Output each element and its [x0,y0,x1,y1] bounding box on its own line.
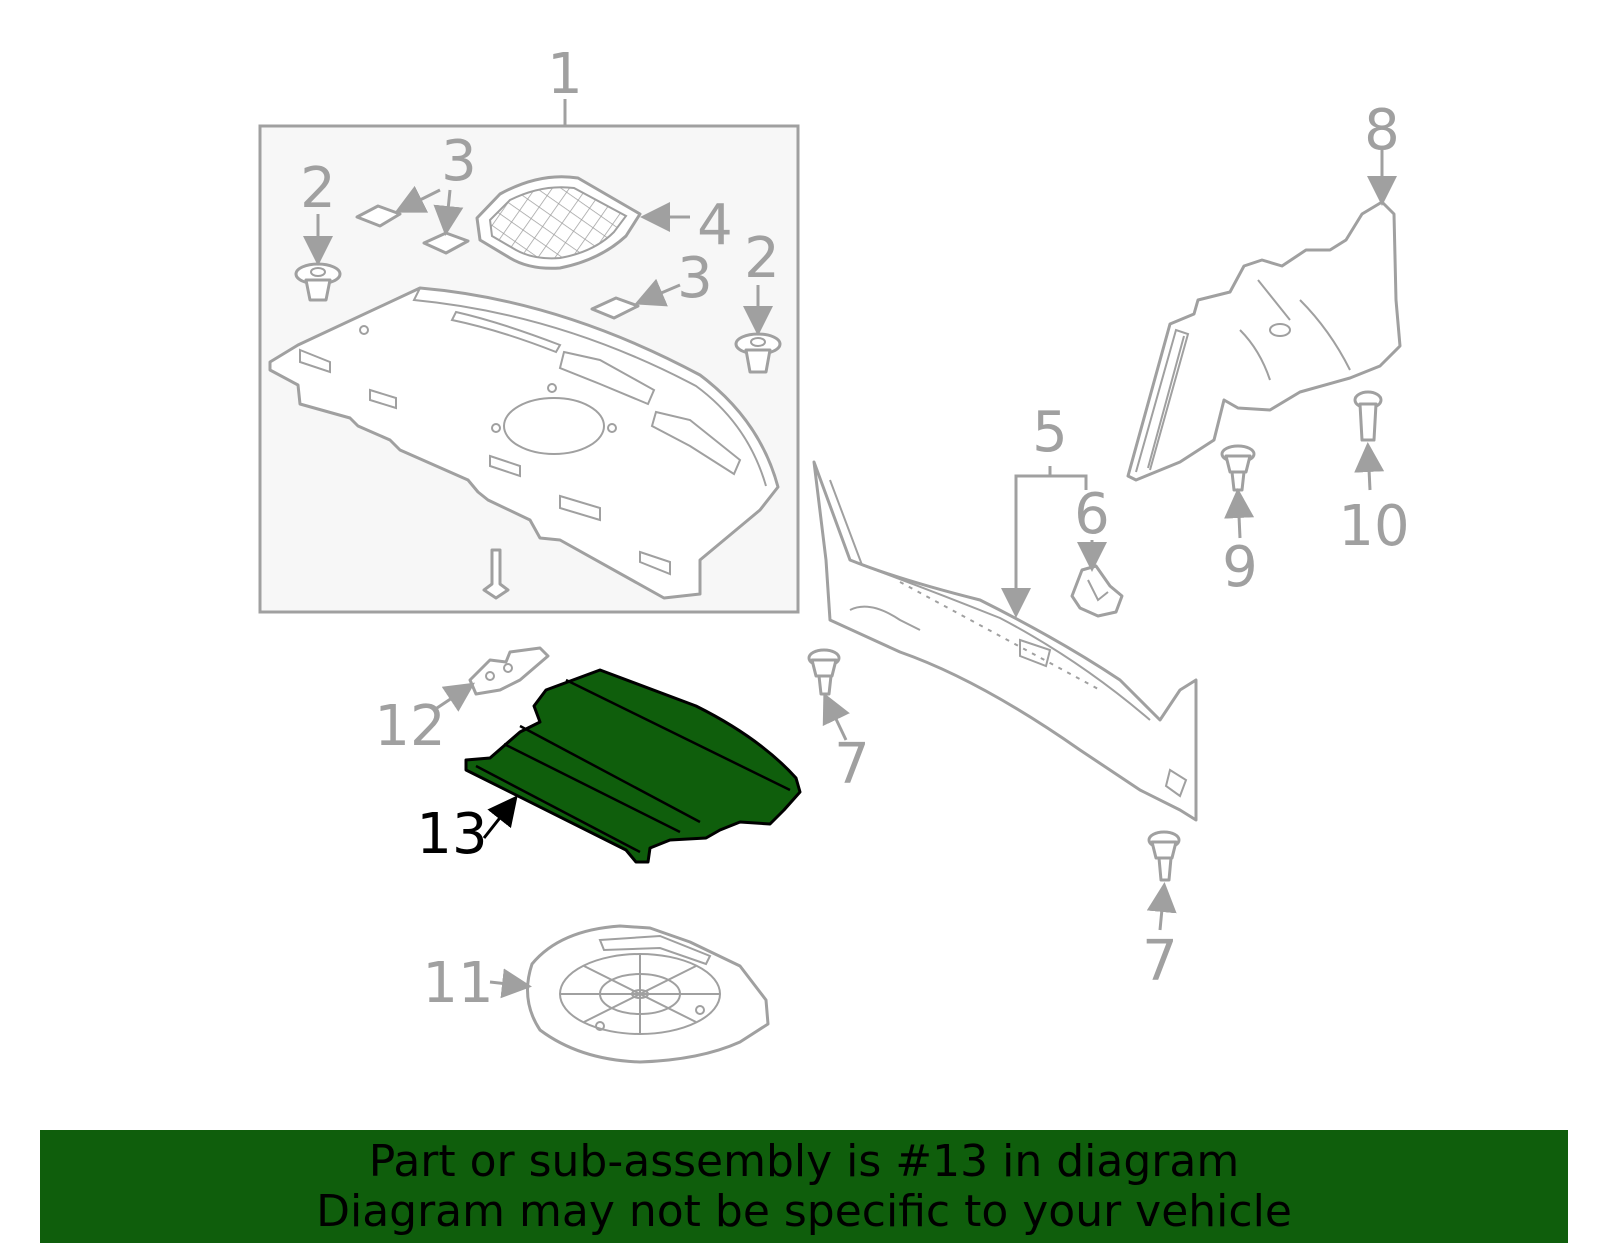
pad-3-a [355,204,402,228]
callout-3-top: 3 [441,129,477,194]
screw-7-b [1147,830,1181,882]
part-notice-line: Part or sub-assembly is #13 in diagram [368,1135,1240,1187]
screw-7-a [807,648,841,696]
push-pin [482,548,510,600]
callout-10: 10 [1338,494,1409,559]
clip-2-right [734,332,782,374]
screw-9 [1220,444,1256,492]
trunk-floor-cover-13 [464,668,802,864]
clip-10 [1353,390,1383,442]
clip-6 [1070,564,1124,618]
clip-2-left [294,262,342,302]
callout-1: 1 [547,42,583,107]
rear-trim-panel-5 [812,460,1198,822]
callout-8: 8 [1364,98,1400,163]
package-tray-assembly-group [258,99,800,614]
quarter-trim-8 [1126,200,1402,482]
package-tray-panel [268,286,780,600]
callout-13: 13 [416,802,487,867]
bracket-12 [468,646,550,696]
vehicle-disclaimer-line: Diagram may not be specific to your vehi… [316,1185,1292,1237]
callout-2-left: 2 [300,156,336,221]
pad-3-b [422,231,470,255]
callout-4: 4 [697,193,733,258]
callout-7-right: 7 [1142,929,1178,994]
callout-5: 5 [1032,400,1068,465]
callout-11: 11 [422,951,493,1016]
spare-tire-cover-11 [526,924,770,1064]
part-notice-banner: Part or sub-assembly is #13 in diagram D… [40,1130,1568,1243]
callout-3-right: 3 [677,246,713,311]
callout-7-left: 7 [834,732,870,797]
callout-9: 9 [1222,535,1258,600]
callout-12: 12 [374,694,445,759]
callout-2-right: 2 [744,226,780,291]
callout-6: 6 [1074,482,1110,547]
speaker-grille-4 [475,175,642,270]
